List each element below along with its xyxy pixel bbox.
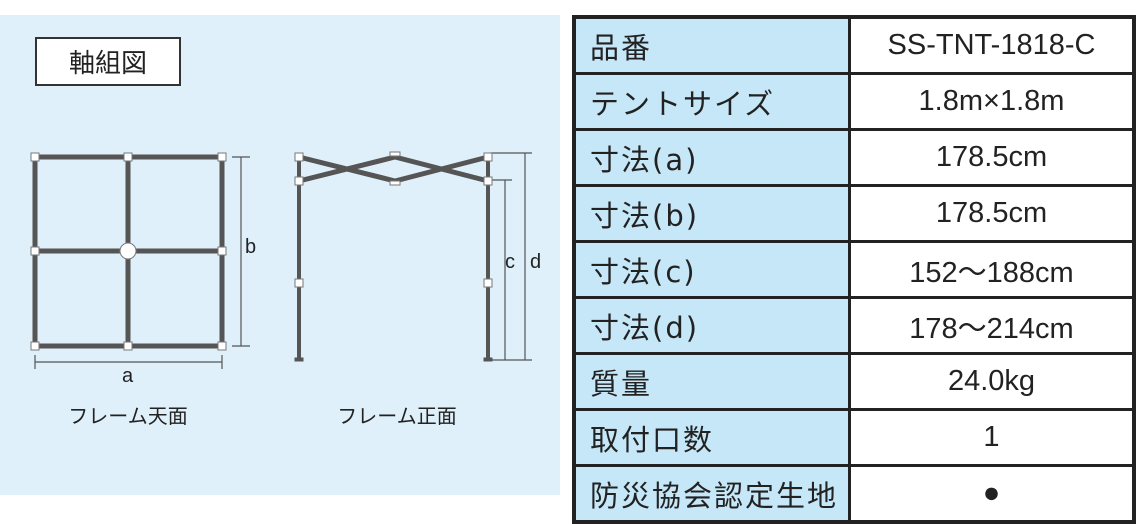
spec-value: 152〜188cm — [848, 240, 1136, 299]
spec-value: SS-TNT-1818-C — [848, 15, 1136, 75]
spec-row: 防災協会認定生地● — [572, 464, 1136, 524]
spec-label: 寸法(a) — [572, 128, 851, 187]
front-view-joints — [294, 151, 493, 288]
spec-value: 1.8m×1.8m — [848, 72, 1136, 131]
dimension-b-label: b — [245, 236, 257, 258]
spec-label: 防災協会認定生地 — [572, 464, 851, 524]
dimension-lines — [34, 152, 532, 369]
spec-row: 寸法(c)152〜188cm — [572, 240, 1136, 299]
frame-drawings — [30, 151, 532, 369]
spec-label: 寸法(b) — [572, 184, 851, 243]
dimension-d-label: d — [530, 251, 542, 273]
spec-value: 178.5cm — [848, 184, 1136, 243]
spec-label: 質量 — [572, 352, 851, 411]
diagram-title: 軸組図 — [35, 37, 181, 86]
spec-row: 寸法(a)178.5cm — [572, 128, 1136, 187]
spec-label: 品番 — [572, 15, 851, 75]
spec-label: 寸法(d) — [572, 296, 851, 355]
spec-value: 178〜214cm — [848, 296, 1136, 355]
spec-label: 寸法(c) — [572, 240, 851, 299]
spec-label: 取付口数 — [572, 408, 851, 467]
dimension-a-label: a — [122, 365, 134, 387]
spec-value: 1 — [848, 408, 1136, 467]
frame-diagram-panel: 軸組図 — [0, 15, 560, 495]
dimension-c-label: c — [505, 251, 515, 273]
spec-row: 寸法(b)178.5cm — [572, 184, 1136, 243]
spec-value: 24.0kg — [848, 352, 1136, 411]
spec-label: テントサイズ — [572, 72, 851, 131]
front-view-caption: フレーム正面 — [337, 404, 457, 428]
spec-value: 178.5cm — [848, 128, 1136, 187]
spec-value: ● — [848, 464, 1136, 524]
front-view-frame — [294, 154, 493, 362]
top-view-caption: フレーム天面 — [68, 404, 188, 428]
spec-row: 寸法(d)178〜214cm — [572, 296, 1136, 355]
top-view-joints — [30, 152, 227, 351]
